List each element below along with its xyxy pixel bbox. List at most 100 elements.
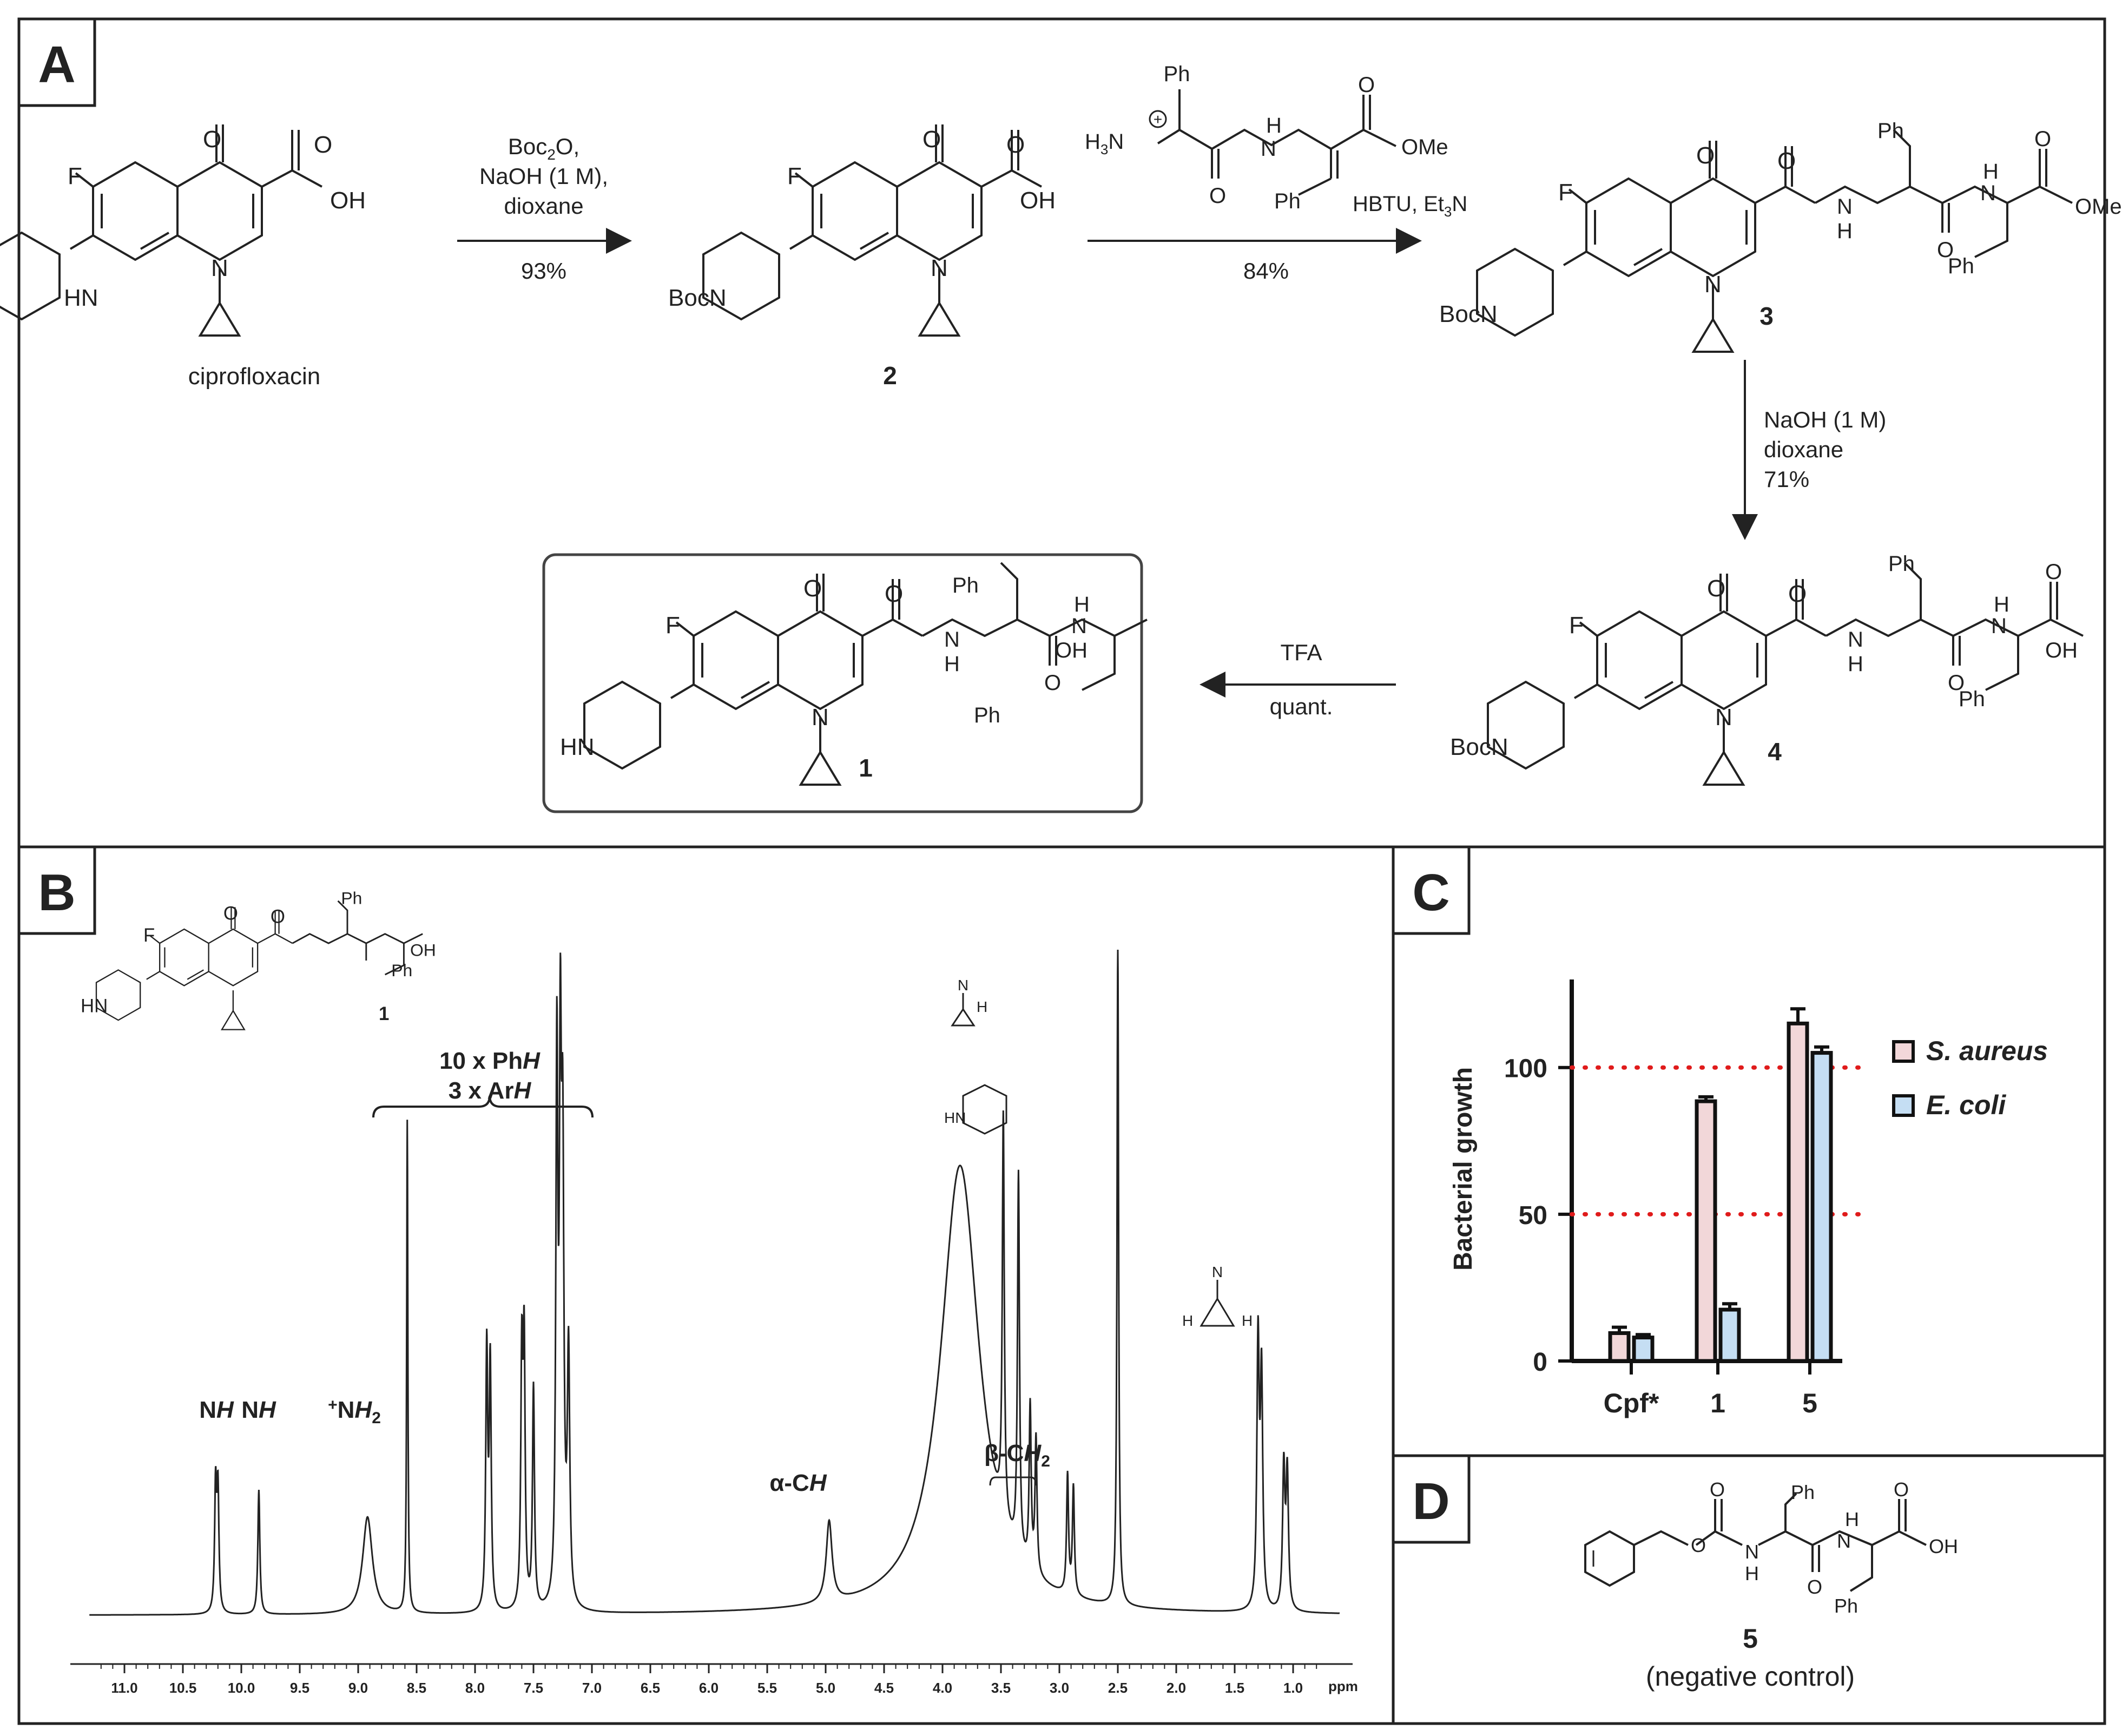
- svg-text:HBTU, Et3N: HBTU, Et3N: [1353, 192, 1467, 220]
- bar: [1608, 1331, 1631, 1363]
- legend-label: E. coli: [1926, 1090, 2006, 1120]
- svg-text:O: O: [1358, 73, 1375, 97]
- svg-text:Ph: Ph: [391, 961, 412, 980]
- nmr-tick-label: 8.5: [407, 1680, 426, 1696]
- nmr-tick-label: 10.0: [228, 1680, 255, 1696]
- svg-text:O: O: [2045, 560, 2062, 584]
- nmr-tick-label: 2.5: [1108, 1680, 1128, 1696]
- svg-text:F: F: [1569, 612, 1584, 639]
- nmr-tick-label: 11.0: [111, 1680, 137, 1696]
- svg-text:O: O: [922, 126, 941, 153]
- svg-text:N: N: [1837, 1530, 1851, 1552]
- svg-text:C: C: [1412, 864, 1449, 922]
- peak-label-nh2: NH: [241, 1397, 276, 1423]
- svg-text:H: H: [1745, 1562, 1759, 1584]
- scheme: F O O OH N HN ciprofloxacin Boc2O, NaOH …: [0, 62, 2122, 813]
- nmr-tick-label: 7.0: [582, 1680, 602, 1696]
- svg-text:Ph: Ph: [1948, 254, 1974, 278]
- svg-text:N: N: [944, 628, 960, 652]
- structure-compound-2: F O O OH N BocN 2: [668, 123, 1056, 390]
- svg-text:1: 1: [859, 754, 873, 782]
- piperazine-ch2-icon: HN: [944, 1084, 1007, 1135]
- svg-text:O: O: [271, 906, 285, 927]
- nmr-tick-label: 7.5: [524, 1680, 543, 1696]
- svg-text:Ph: Ph: [974, 703, 1000, 727]
- svg-text:N: N: [1261, 137, 1276, 161]
- nmr-tick-label: 4.5: [874, 1680, 894, 1696]
- svg-text:Ph: Ph: [952, 574, 979, 597]
- bar: [1695, 1099, 1717, 1363]
- panel-label-a: A: [17, 17, 96, 107]
- y-tick-label: 50: [1519, 1201, 1547, 1230]
- nmr-tick-label: 5.0: [816, 1680, 835, 1696]
- x-tick-label: 1: [1710, 1388, 1725, 1418]
- nmr-tick-label: 2.0: [1167, 1680, 1186, 1696]
- svg-text:N: N: [211, 255, 228, 281]
- svg-text:HN: HN: [81, 996, 108, 1017]
- svg-text:N: N: [931, 255, 948, 281]
- svg-text:B: B: [38, 864, 75, 922]
- nmr-tick-label: 3.5: [991, 1680, 1011, 1696]
- svg-text:H: H: [1983, 160, 1999, 183]
- svg-text:1: 1: [379, 1003, 389, 1024]
- svg-text:O: O: [1696, 142, 1715, 169]
- nmr-tick-label: 3.0: [1050, 1680, 1069, 1696]
- svg-text:3 x ArH: 3 x ArH: [449, 1077, 532, 1104]
- svg-text:OH: OH: [1020, 187, 1056, 214]
- bar: [1632, 1336, 1655, 1363]
- svg-text:NaOH (1 M),: NaOH (1 M),: [479, 163, 608, 189]
- structure-compound-3: F O O N H Ph O H N O OMe Ph N BocN 3: [1439, 119, 2122, 353]
- svg-text:N: N: [1212, 1264, 1223, 1280]
- peak-label-nh1: NH: [199, 1397, 234, 1423]
- svg-text:O: O: [1937, 238, 1954, 262]
- svg-text:O: O: [1006, 131, 1025, 158]
- nmr-structure: F O O Ph OH Ph HN 1: [81, 889, 436, 1030]
- svg-text:BocN: BocN: [1450, 734, 1508, 760]
- arrow-step3: NaOH (1 M) dioxane 71%: [1732, 360, 1886, 540]
- y-tick-label: 0: [1533, 1348, 1547, 1377]
- svg-text:N: N: [1837, 195, 1853, 219]
- svg-text:H: H: [1266, 114, 1282, 137]
- svg-text:OH: OH: [1055, 639, 1088, 662]
- legend-swatch: [1892, 1094, 1915, 1117]
- svg-text:O: O: [1044, 671, 1061, 695]
- svg-text:H: H: [1994, 593, 2009, 616]
- svg-text:N: N: [1715, 704, 1732, 731]
- svg-text:F: F: [1558, 179, 1573, 206]
- svg-text:OH: OH: [1929, 1535, 1958, 1557]
- nmr-tick-label: 4.0: [933, 1680, 952, 1696]
- nmr-tick-label: 6.0: [699, 1680, 719, 1696]
- structure-ciprofloxacin: F O O OH N HN ciprofloxacin: [0, 123, 366, 390]
- svg-text:N: N: [1745, 1541, 1759, 1563]
- svg-text:H: H: [1242, 1312, 1253, 1329]
- compound-5-panel: O O N H Ph O H N O OH Ph 5 (negative con…: [1584, 1478, 1958, 1692]
- structure-compound-1: F O O N H Ph O H N OH Ph N HN 1: [542, 553, 1148, 813]
- bar: [1718, 1307, 1741, 1363]
- svg-text:H: H: [1182, 1312, 1193, 1329]
- svg-text:A: A: [38, 36, 75, 94]
- svg-text:D: D: [1412, 1472, 1449, 1530]
- nmr-tick-label: 1.5: [1225, 1680, 1244, 1696]
- svg-text:F: F: [787, 163, 802, 189]
- svg-text:O: O: [203, 126, 221, 153]
- svg-text:Ph: Ph: [1888, 552, 1915, 576]
- svg-text:4: 4: [1768, 738, 1782, 766]
- y-tick-label: 100: [1504, 1055, 1547, 1083]
- group-label-phh: 10 x Ph: [439, 1048, 523, 1074]
- svg-text:OH: OH: [410, 940, 436, 959]
- svg-text:Ph: Ph: [1274, 189, 1301, 213]
- svg-text:H: H: [944, 652, 960, 676]
- svg-text:F: F: [143, 925, 155, 946]
- svg-text:HN: HN: [64, 285, 98, 311]
- arrow-step4: TFA quant.: [1200, 640, 1396, 719]
- svg-text:F: F: [665, 612, 680, 639]
- svg-text:O: O: [1948, 671, 1965, 695]
- svg-text:Ph: Ph: [1959, 687, 1985, 711]
- svg-text:O: O: [1807, 1576, 1822, 1598]
- bracket-aromatic: [372, 1095, 594, 1118]
- x-tick-label: 5: [1802, 1388, 1817, 1418]
- svg-text:N: N: [1071, 614, 1087, 638]
